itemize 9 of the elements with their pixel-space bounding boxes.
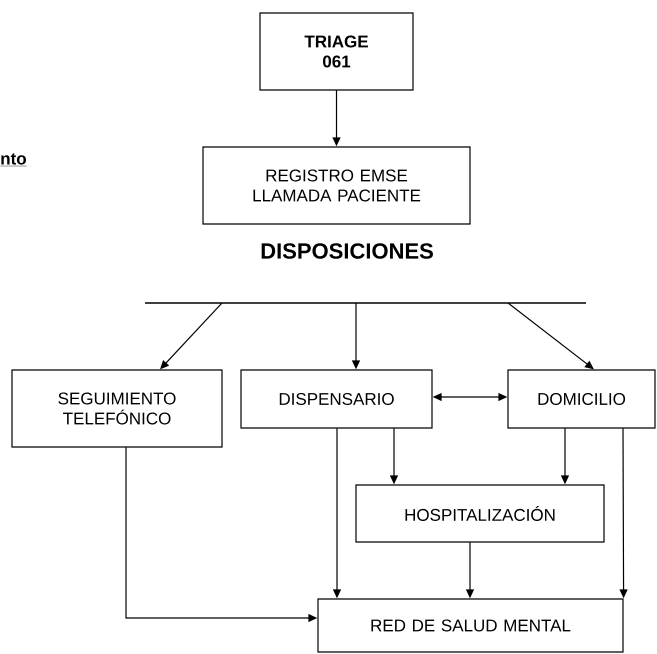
process-box: HOSPITALIZACIÓN [355,484,605,543]
process-box: DOMICILIO [507,369,656,429]
process-box: REGISTRO EMSE LLAMADA PACIENTE [202,146,471,225]
heading-fragment: nto [0,153,27,166]
section-heading: DISPOSICIONES [262,243,433,259]
process-box: SEGUIMIENTO TELEFÓNICO [11,369,223,448]
process-box: DISPENSARIO [240,369,433,429]
process-box: TRIAGE 061 [259,12,414,91]
process-box: RED DE SALUD MENTAL [317,598,624,653]
